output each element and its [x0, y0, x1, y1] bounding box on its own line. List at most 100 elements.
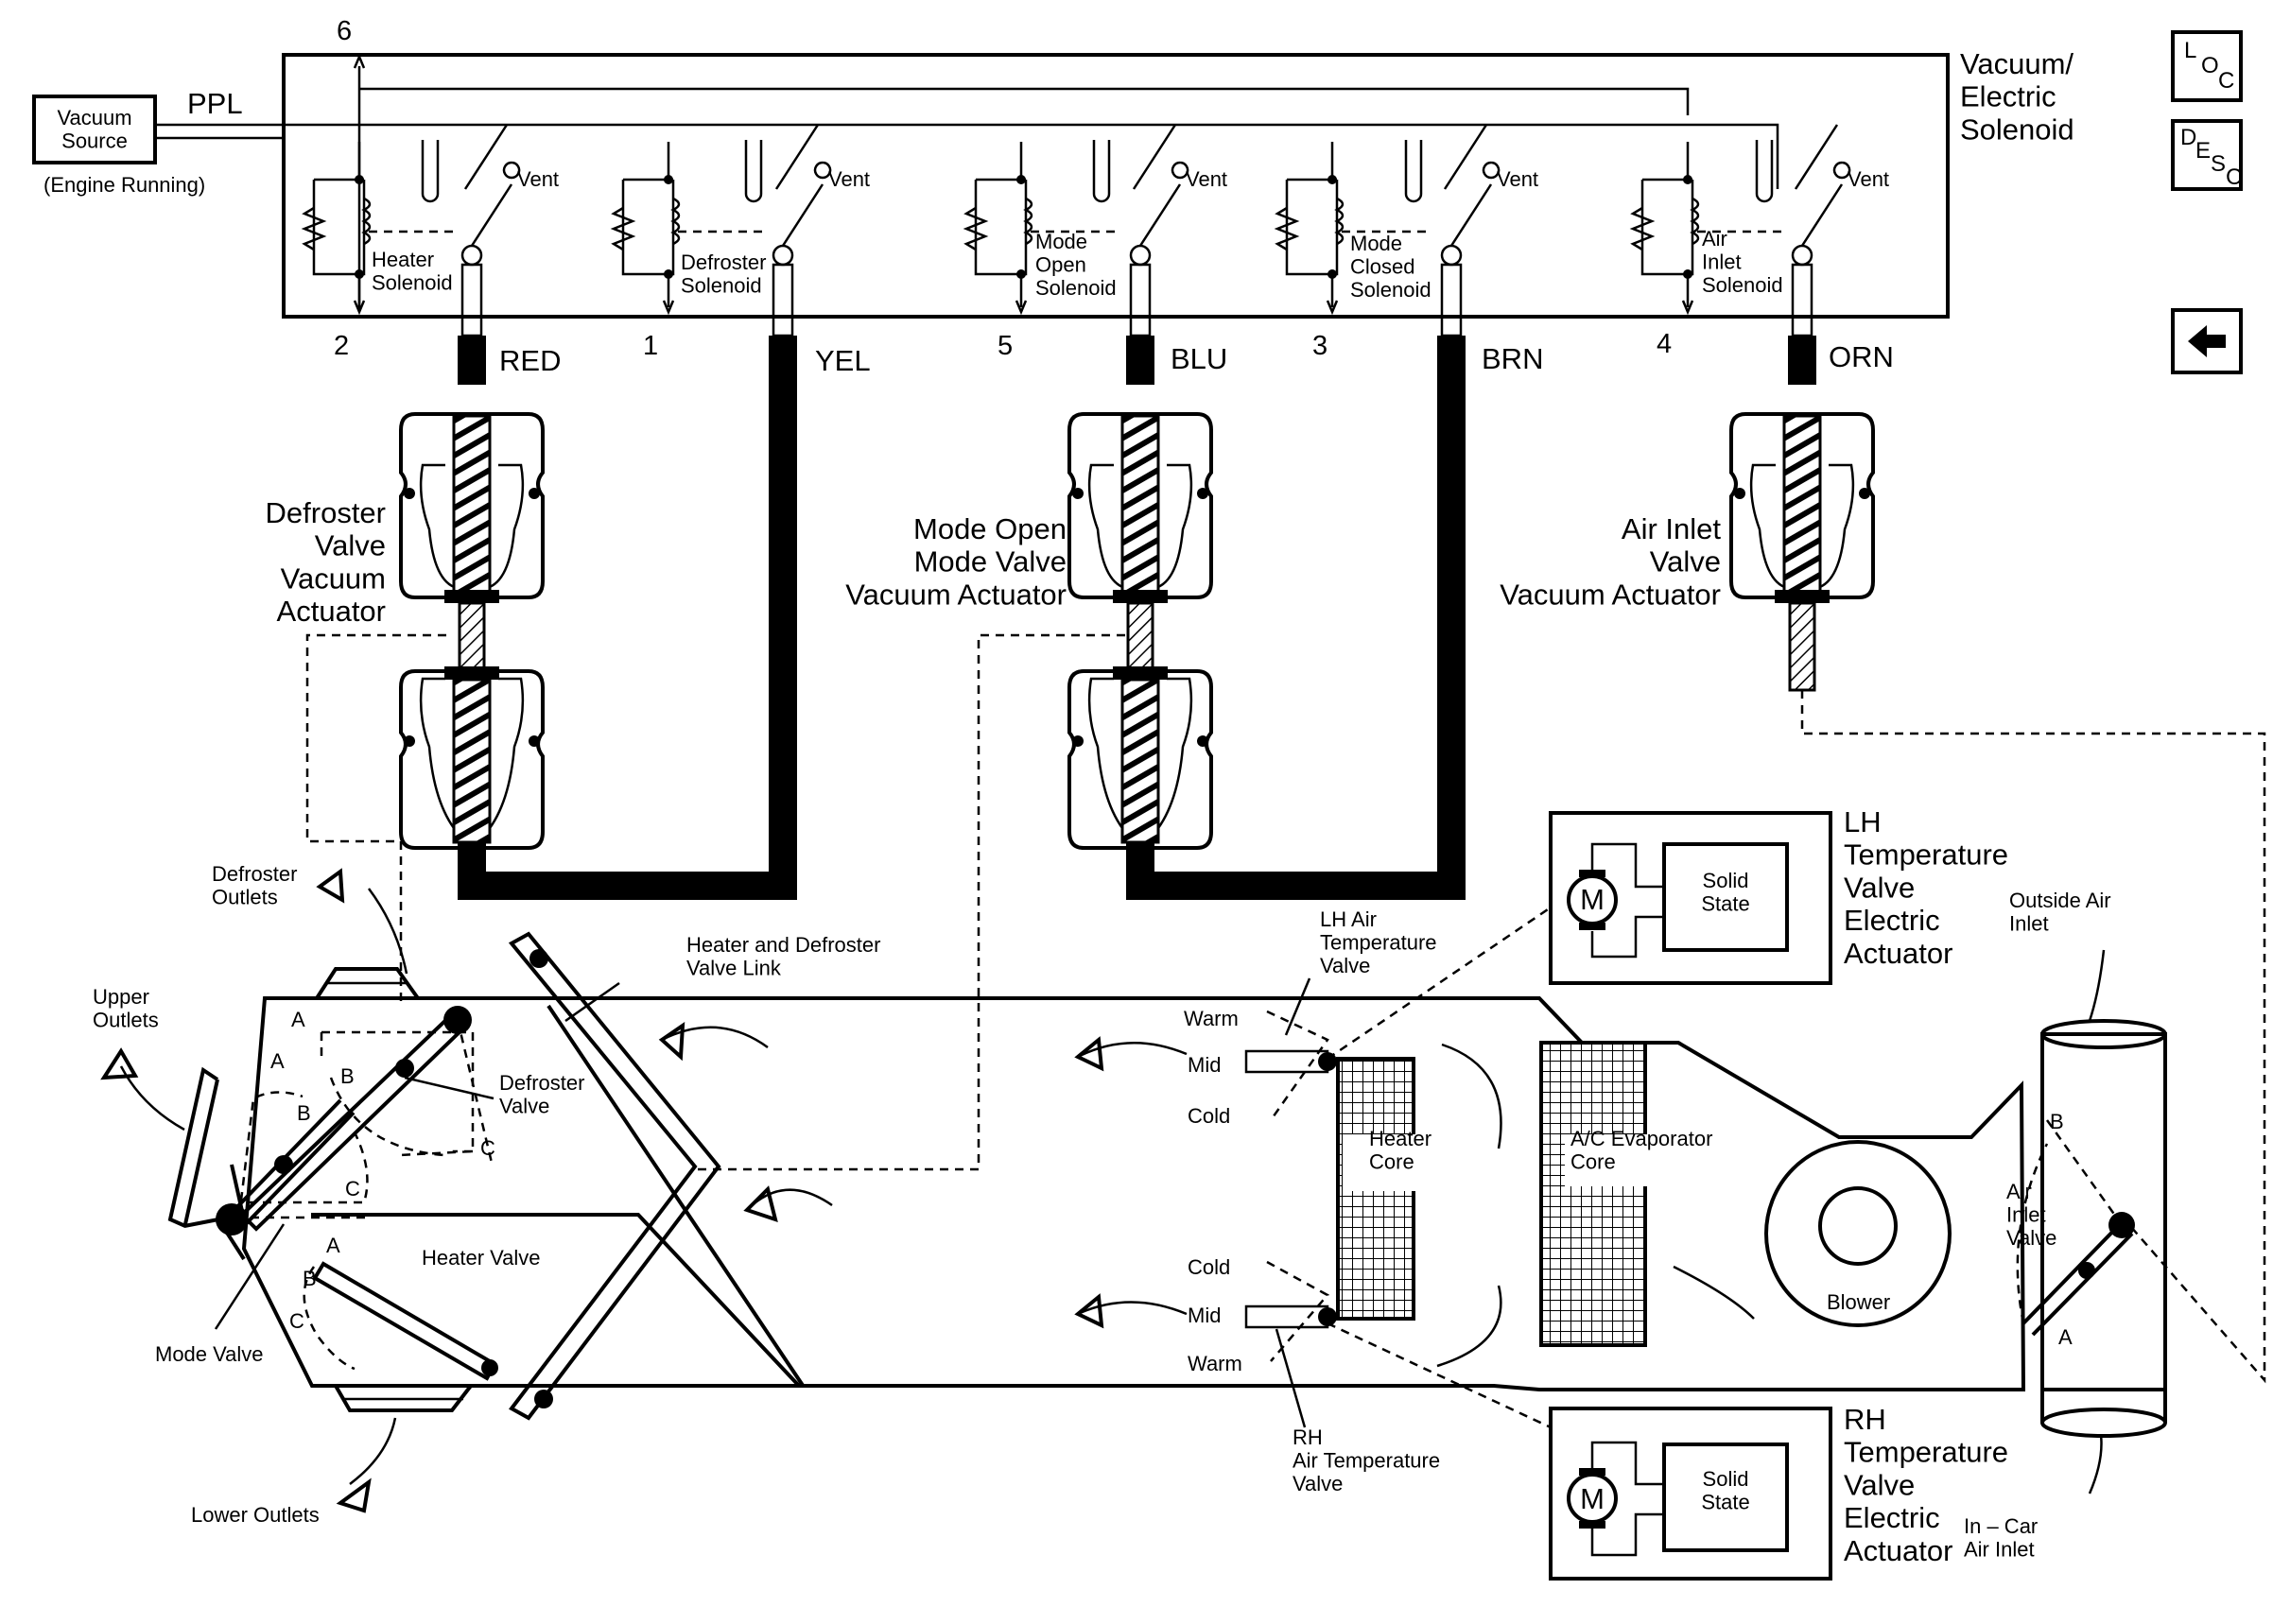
heater-pos-a: A	[326, 1234, 340, 1257]
desc-button[interactable]: D E S C	[2171, 119, 2243, 191]
desc-c: C	[2226, 164, 2243, 190]
air-inlet-actuator-linkage	[1800, 690, 2266, 1384]
loc-c: C	[2218, 68, 2235, 94]
vacuum-supply-line	[155, 123, 1779, 189]
inlet-pos-a: A	[2058, 1325, 2073, 1349]
vacuum-source-box	[32, 95, 157, 164]
loc-l: L	[2184, 38, 2197, 63]
rh-mid-label: Mid	[1188, 1304, 1221, 1327]
lh-motor-label: M	[1580, 883, 1605, 916]
lh-warm-label: Warm	[1184, 1007, 1239, 1030]
heater-vent-label: Vent	[517, 167, 559, 191]
defroster-actuator-linkage	[305, 633, 446, 1004]
pin-1: 1	[643, 331, 658, 361]
back-button[interactable]	[2171, 308, 2243, 374]
engine-running-label: (Engine Running)	[43, 173, 205, 197]
blower-label: Blower	[1827, 1290, 1890, 1314]
rh-cold-label: Cold	[1188, 1255, 1230, 1279]
defroster-pos-a: A	[291, 1008, 305, 1031]
heater-defroster-valve-link	[508, 931, 721, 1421]
pin-6: 6	[337, 16, 352, 46]
heater-pos-c: C	[289, 1309, 304, 1333]
rh-warm-label: Warm	[1188, 1352, 1242, 1375]
ppl-label: PPL	[187, 87, 243, 120]
mode-pos-b: B	[297, 1101, 311, 1125]
heater-valve-blade	[312, 1261, 497, 1381]
mode-open-vent-label: Vent	[1186, 167, 1227, 191]
brn-hose	[1126, 336, 1466, 900]
red-hose-end	[458, 336, 486, 385]
blower-housing	[1764, 1140, 1952, 1327]
hvac-case-outline	[241, 996, 2026, 1391]
heater-pos-b: B	[303, 1267, 317, 1290]
lh-temp-valve-door	[1244, 1049, 1329, 1074]
inlet-pos-b: B	[2050, 1110, 2064, 1133]
blower-wheel	[1818, 1186, 1898, 1266]
air-inlet-vent-label: Vent	[1848, 167, 1889, 191]
lh-cold-label: Cold	[1188, 1104, 1230, 1128]
mode-actuator-linkage	[695, 633, 1125, 1171]
mode-closed-vent-label: Vent	[1497, 167, 1538, 191]
desc-s: S	[2211, 151, 2227, 177]
desc-d: D	[2180, 125, 2197, 150]
blu-hose-end	[1126, 336, 1154, 385]
wire-blu: BLU	[1171, 342, 1227, 375]
center-divider	[547, 1004, 806, 1389]
pin-2: 2	[334, 331, 349, 361]
heater-duct-divider	[311, 1213, 801, 1388]
pin-4: 4	[1657, 329, 1672, 359]
loc-button[interactable]: L O C	[2171, 30, 2243, 102]
heater-valve-label: Heater Valve	[422, 1246, 541, 1270]
wire-yel: YEL	[815, 344, 871, 377]
power-bus-line	[359, 87, 1690, 115]
rh-motor-label: M	[1580, 1482, 1605, 1515]
rh-temp-valve-door	[1244, 1304, 1329, 1329]
lower-outlets-label: Lower Outlets	[191, 1503, 320, 1527]
vacuum-hoses: RED YEL BLU BRN ORN	[458, 336, 1894, 900]
solenoid-housing	[282, 53, 1950, 319]
wire-red: RED	[499, 344, 561, 377]
orn-hose-end	[1788, 336, 1816, 385]
desc-e: E	[2195, 138, 2212, 164]
ac-evaporator-core	[1539, 1041, 1647, 1347]
mode-pos-a: A	[270, 1049, 285, 1073]
defroster-pos-c: C	[480, 1136, 495, 1160]
defroster-vent-label: Vent	[828, 167, 870, 191]
loc-o: O	[2201, 53, 2219, 78]
pin-3: 3	[1312, 331, 1327, 361]
yel-hose	[458, 336, 797, 900]
mode-valve-label: Mode Valve	[155, 1342, 264, 1366]
wire-orn: ORN	[1829, 340, 1894, 373]
wire-brn: BRN	[1482, 342, 1543, 375]
